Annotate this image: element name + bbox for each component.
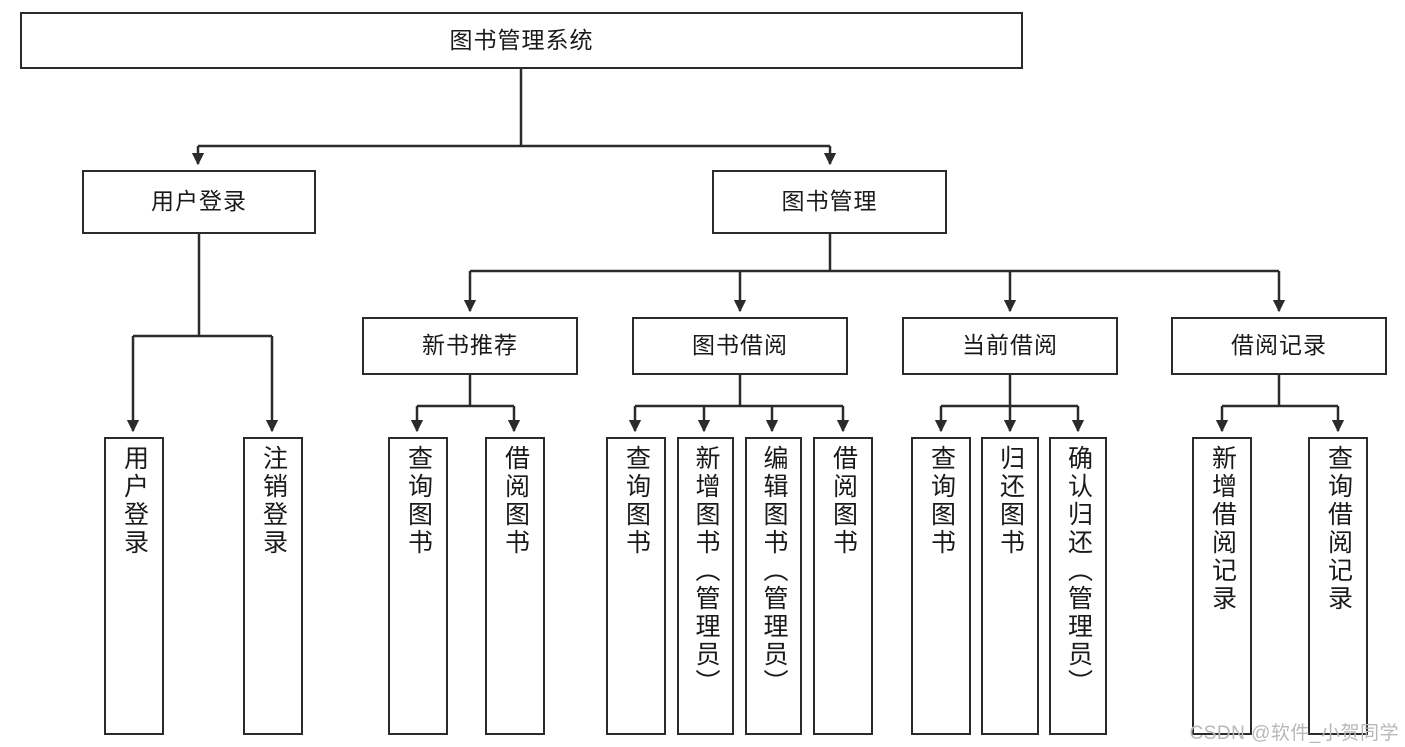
node-borrow-record[interactable]: 借阅记录: [1171, 317, 1387, 375]
leaf-user-login-signin-label: 用户登录: [120, 445, 149, 557]
leaf-record-add[interactable]: 新增借阅记录: [1192, 437, 1252, 735]
node-book-management-label: 图书管理: [781, 188, 878, 215]
leaf-borrow-edit-book-label: 编辑图书（管理员）: [760, 445, 788, 697]
node-current-borrow-label: 当前借阅: [962, 332, 1058, 359]
node-user-login[interactable]: 用户登录: [82, 170, 316, 234]
leaf-record-query[interactable]: 查询借阅记录: [1308, 437, 1368, 735]
leaf-borrow-query-book[interactable]: 查询图书: [606, 437, 666, 735]
leaf-current-query-book-label: 查询图书: [927, 445, 956, 557]
leaf-current-return-book-label: 归还图书: [996, 445, 1025, 557]
leaf-new-book-borrow[interactable]: 借阅图书: [485, 437, 545, 735]
leaf-user-login-signin[interactable]: 用户登录: [104, 437, 164, 735]
leaf-record-add-label: 新增借阅记录: [1208, 445, 1237, 613]
leaf-current-return-book[interactable]: 归还图书: [981, 437, 1039, 735]
leaf-user-login-signout[interactable]: 注销登录: [243, 437, 303, 735]
leaf-borrow-edit-book[interactable]: 编辑图书（管理员）: [745, 437, 802, 735]
node-book-borrow-label: 图书借阅: [692, 332, 788, 359]
leaf-borrow-add-book[interactable]: 新增图书（管理员）: [677, 437, 734, 735]
leaf-borrow-borrow-book[interactable]: 借阅图书: [813, 437, 873, 735]
leaf-user-login-signout-label: 注销登录: [259, 445, 288, 557]
node-book-management[interactable]: 图书管理: [712, 170, 947, 234]
node-new-book-recommend[interactable]: 新书推荐: [362, 317, 578, 375]
leaf-new-book-query[interactable]: 查询图书: [388, 437, 448, 735]
leaf-new-book-query-label: 查询图书: [404, 445, 433, 557]
node-root-system[interactable]: 图书管理系统: [20, 12, 1023, 69]
node-book-borrow[interactable]: 图书借阅: [632, 317, 848, 375]
leaf-current-confirm-return[interactable]: 确认归还（管理员）: [1049, 437, 1107, 735]
node-current-borrow[interactable]: 当前借阅: [902, 317, 1118, 375]
node-root-system-label: 图书管理系统: [449, 26, 594, 53]
leaf-current-confirm-return-label: 确认归还（管理员）: [1064, 445, 1093, 697]
leaf-new-book-borrow-label: 借阅图书: [501, 445, 530, 557]
leaf-current-query-book[interactable]: 查询图书: [911, 437, 971, 735]
node-user-login-label: 用户登录: [151, 188, 247, 215]
node-borrow-record-label: 借阅记录: [1231, 332, 1327, 359]
leaf-borrow-add-book-label: 新增图书（管理员）: [692, 445, 720, 697]
leaf-borrow-query-book-label: 查询图书: [622, 445, 651, 557]
leaf-record-query-label: 查询借阅记录: [1324, 445, 1353, 613]
node-new-book-recommend-label: 新书推荐: [422, 332, 518, 359]
leaf-borrow-borrow-book-label: 借阅图书: [829, 445, 858, 557]
